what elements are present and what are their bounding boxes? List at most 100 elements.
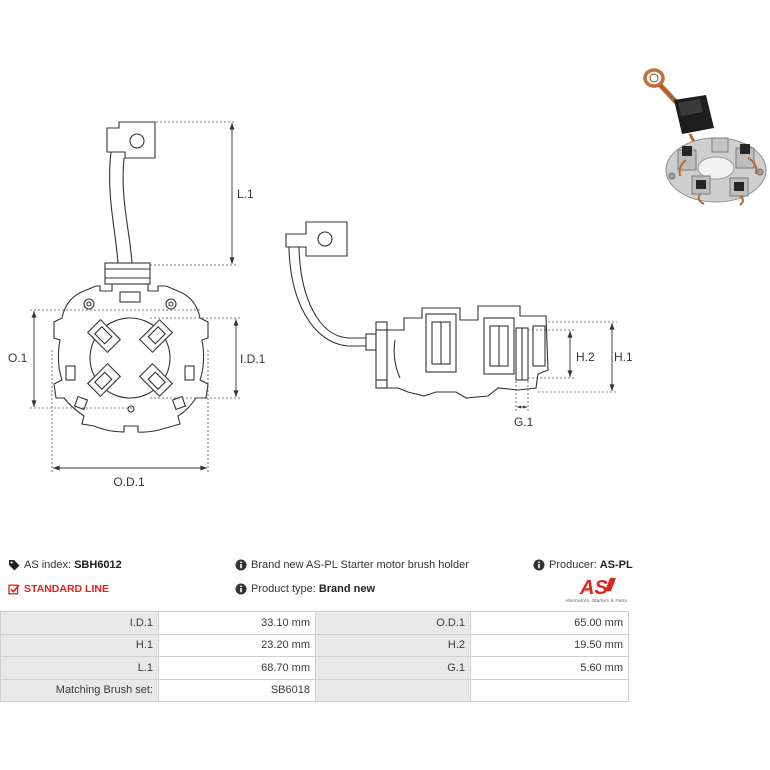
info-icon xyxy=(235,559,247,571)
technical-drawing: L.1 O.1 I.D.1 O.D.1 xyxy=(8,68,767,489)
spec-label: I.D.1 xyxy=(0,611,159,635)
wire-eyelet xyxy=(643,68,665,88)
table-row: L.1 68.70 mm G.1 5.60 mm xyxy=(0,656,629,680)
spec-value: SB6018 xyxy=(158,678,316,702)
dimension-label-g1: G.1 xyxy=(514,415,534,429)
as-index-label: AS index: xyxy=(24,559,72,571)
dimension-label-h1: H.1 xyxy=(614,350,633,364)
producer-label: Producer: xyxy=(549,559,597,571)
spec-label: H.1 xyxy=(0,633,159,657)
lead-wire xyxy=(288,246,378,347)
info-icon xyxy=(235,583,247,595)
spec-label: L.1 xyxy=(0,656,159,680)
brush-holder-photo-icon[interactable] xyxy=(643,68,767,206)
brush-box-frame xyxy=(138,362,174,398)
brush xyxy=(682,146,692,156)
brush-box xyxy=(138,362,174,398)
plate-tab xyxy=(171,395,187,411)
standard-line-text: STANDARD LINE xyxy=(24,583,109,595)
terminal-lug-hole xyxy=(317,231,333,247)
dimension-label-o1: O.1 xyxy=(8,351,28,365)
spec-value: 5.60 mm xyxy=(470,656,629,680)
brush xyxy=(94,326,113,345)
wire-eyelet-hole xyxy=(649,73,659,83)
terminal-block xyxy=(119,291,141,303)
front-view-drawing: L.1 O.1 I.D.1 O.D.1 xyxy=(8,121,266,489)
as-index-value: SBH6012 xyxy=(74,559,122,571)
spec-value: 19.50 mm xyxy=(470,633,629,657)
spec-label: Matching Brush set: xyxy=(0,678,159,702)
spec-label: O.D.1 xyxy=(315,611,471,635)
copper-lead xyxy=(739,195,744,206)
logo-tagline: Alternators, Starters & Parts xyxy=(565,598,628,603)
table-row: I.D.1 33.10 mm O.D.1 65.00 mm xyxy=(0,611,629,635)
rivet xyxy=(127,405,135,413)
spec-value: 33.10 mm xyxy=(158,611,316,635)
brush-plate-outline xyxy=(53,283,209,433)
brush-box xyxy=(86,318,122,354)
lead-wire xyxy=(122,157,133,264)
producer: Producer: AS-PL xyxy=(533,558,633,572)
lead-crimp xyxy=(365,333,377,351)
brush-box xyxy=(86,362,122,398)
terminal-lug xyxy=(285,221,348,257)
brush-box xyxy=(711,137,729,153)
product-description-text: Brand new AS-PL Starter motor brush hold… xyxy=(251,559,469,571)
terminal-lug-hole xyxy=(129,133,145,149)
brush-box-frame xyxy=(86,318,122,354)
standard-line: STANDARD LINE xyxy=(8,582,109,596)
product-type: Product type: Brand new xyxy=(235,582,375,596)
dimension-label-h2: H.2 xyxy=(576,350,595,364)
checkbox-icon xyxy=(8,583,20,595)
brush xyxy=(147,371,166,390)
product-description: Brand new AS-PL Starter motor brush hold… xyxy=(235,558,469,572)
as-index: AS index: SBH6012 xyxy=(8,558,122,572)
lead-connector xyxy=(104,262,151,285)
spec-value: 23.20 mm xyxy=(158,633,316,657)
terminal-lug xyxy=(106,121,156,159)
commutator-bore xyxy=(89,317,171,399)
brush-box-frame xyxy=(86,362,122,398)
spec-value: 65.00 mm xyxy=(470,611,629,635)
logo-slash xyxy=(605,578,616,591)
rivet-center xyxy=(86,301,92,307)
copper-lead xyxy=(747,157,758,175)
lead-wire xyxy=(109,151,119,264)
spec-value-empty xyxy=(470,678,629,702)
dimension-label-l1: L.1 xyxy=(237,187,254,201)
tag-icon xyxy=(8,559,20,571)
rivet-center xyxy=(168,301,174,307)
rivet xyxy=(83,298,95,310)
copper-lead xyxy=(678,159,687,177)
dimension-label-od1: O.D.1 xyxy=(113,475,145,489)
brush xyxy=(147,326,166,345)
dimension-label-id1: I.D.1 xyxy=(240,352,266,366)
product-type-label: Product type: xyxy=(251,583,316,595)
table-row: Matching Brush set: SB6018 xyxy=(0,678,629,702)
producer-value: AS-PL xyxy=(599,559,633,571)
spec-value: 68.70 mm xyxy=(158,656,316,680)
spec-label: G.1 xyxy=(315,656,471,680)
table-row: H.1 23.20 mm H.2 19.50 mm xyxy=(0,633,629,657)
side-view-drawing: H.2 H.1 G.1 xyxy=(285,221,633,429)
info-icon xyxy=(533,559,545,571)
brush-spring xyxy=(532,325,546,367)
screw-head xyxy=(756,168,764,176)
screw-head xyxy=(668,172,676,180)
spec-label-empty xyxy=(315,678,471,702)
plate-tab xyxy=(184,365,195,381)
lead-wire xyxy=(298,246,378,339)
plate-edge xyxy=(393,339,401,379)
as-pl-logo: AS Alternators, Starters & Parts xyxy=(565,577,628,603)
brush xyxy=(734,182,744,191)
base-plate-bore xyxy=(697,156,735,180)
plate-tab xyxy=(65,365,76,381)
brush-box-frame xyxy=(138,318,174,354)
copper-lead xyxy=(697,193,705,205)
brush xyxy=(696,180,706,189)
insulation-highlight xyxy=(678,99,703,116)
product-type-value: Brand new xyxy=(318,583,376,595)
specs-table: I.D.1 33.10 mm O.D.1 65.00 mm H.1 23.20 … xyxy=(0,611,629,702)
rivet xyxy=(165,298,177,310)
brush xyxy=(740,144,750,154)
